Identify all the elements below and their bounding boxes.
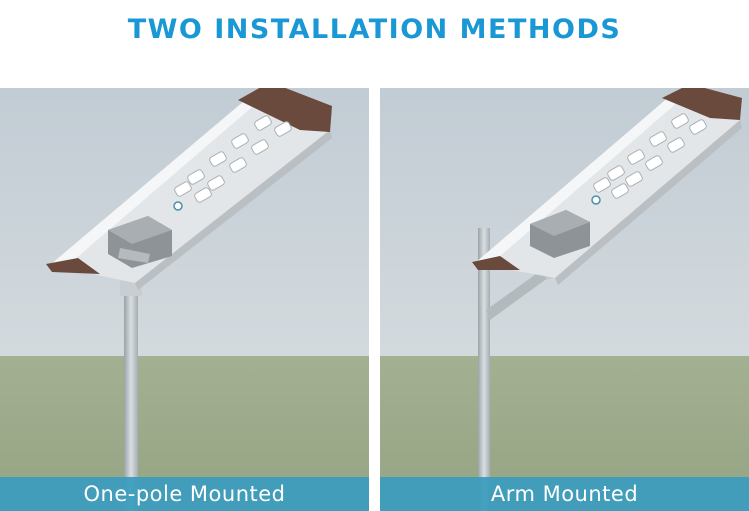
caption-arm-mounted: Arm Mounted bbox=[380, 477, 749, 511]
sensor-icon bbox=[173, 201, 183, 211]
lamp-end-cap bbox=[662, 88, 742, 120]
caption-one-pole: One-pole Mounted bbox=[0, 477, 369, 511]
led-modules bbox=[174, 115, 292, 203]
page-title: TWO INSTALLATION METHODS bbox=[127, 14, 622, 45]
arm-mounted-streetlight-image bbox=[380, 88, 749, 511]
pole-arm bbox=[486, 264, 556, 320]
lamp-end-cap bbox=[238, 88, 332, 132]
one-pole-streetlight-image bbox=[0, 88, 369, 511]
panel-arm-mounted: Arm Mounted bbox=[380, 88, 749, 511]
pole bbox=[478, 228, 490, 511]
panel-one-pole: One-pole Mounted bbox=[0, 88, 369, 511]
led-modules bbox=[593, 113, 707, 199]
lamp-end-cap-lower bbox=[472, 256, 520, 270]
pole bbox=[124, 238, 138, 511]
lamp-end-cap-lower bbox=[46, 258, 100, 274]
sensor-icon bbox=[591, 195, 601, 205]
